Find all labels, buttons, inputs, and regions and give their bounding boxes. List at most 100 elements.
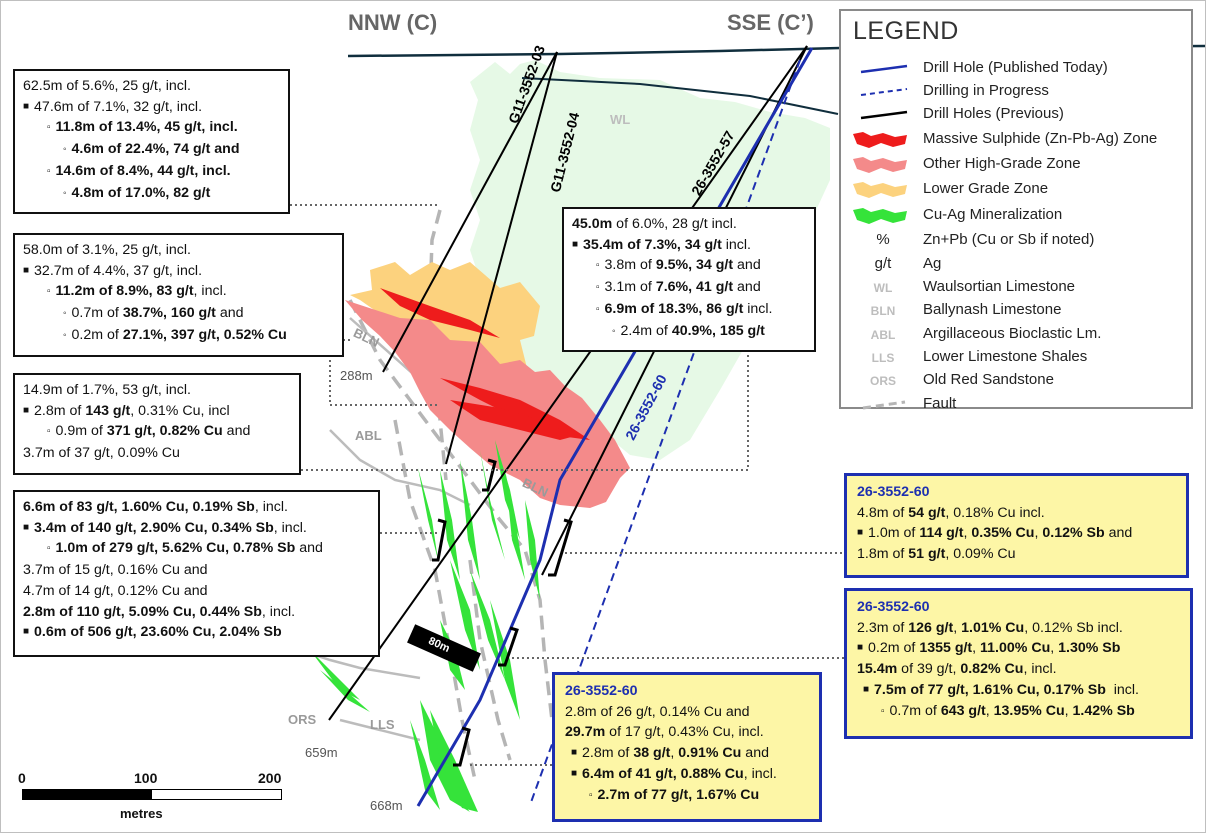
unit-label-abl: ABL xyxy=(355,428,382,443)
scale-bar: 0 100 200 metres xyxy=(18,770,298,826)
legend-item-lower-grade: Lower Grade Zone xyxy=(841,178,1191,201)
intercept-line: 1.8m of 51 g/t, 0.09% Cu xyxy=(857,546,1016,563)
intercept-line: 4.8m of 54 g/t, 0.18% Cu incl. xyxy=(857,504,1045,521)
intercept-line: 62.5m of 5.6%, 25 g/t, incl. xyxy=(23,78,191,94)
intercept-line: 15.4m of 39 g/t, 0.82% Cu, incl. xyxy=(857,661,1057,678)
intercept-line: ■7.5m of 77 g/t, 1.61% Cu, 0.17% Sb incl… xyxy=(863,681,1139,698)
intercept-box-g11-3552-03: 62.5m of 5.6%, 25 g/t, incl. ■47.6m of 7… xyxy=(13,69,290,214)
intercept-line: ◦0.7m of 38.7%, 160 g/t and xyxy=(63,305,244,322)
gpt-symbol: g/t xyxy=(874,255,892,272)
drilling-in-progress-hole xyxy=(529,59,801,806)
massive-sulphide-swatch xyxy=(853,132,907,148)
depth-label-668m: 668m xyxy=(370,798,403,813)
legend-title: LEGEND xyxy=(853,17,959,45)
section-end-left: NNW (C) xyxy=(348,10,438,35)
legend-item-previous-holes: Drill Holes (Previous) xyxy=(841,103,1191,126)
depth-label-288m: 288m xyxy=(340,368,373,383)
intercept-line: 14.9m of 1.7%, 53 g/t, incl. xyxy=(23,382,191,398)
legend-item-bln: BLN Ballynash Limestone xyxy=(841,299,1191,322)
legend-item-gpt: g/t Ag xyxy=(841,253,1191,276)
intercept-box-26-3552-57-cu: 6.6m of 83 g/t, 1.60% Cu, 0.19% Sb, incl… xyxy=(13,490,380,657)
intercept-line: ■0.2m of 1355 g/t, 11.00% Cu, 1.30% Sb xyxy=(857,640,1121,657)
intercept-line: ■3.4m of 140 g/t, 2.90% Cu, 0.34% Sb, in… xyxy=(23,519,307,536)
intercept-line: ▫11.8m of 13.4%, 45 g/t, incl. xyxy=(47,119,238,136)
cu-ag-mineralization xyxy=(310,440,540,812)
section-end-right: SSE (C’) xyxy=(727,10,814,35)
massive-sulphide-zone xyxy=(380,288,590,440)
intercept-line: 58.0m of 3.1%, 25 g/t, incl. xyxy=(23,242,191,258)
intercept-line: ■35.4m of 7.3%, 34 g/t incl. xyxy=(572,236,751,253)
legend-item-lls: LLS Lower Limestone Shales xyxy=(841,346,1191,369)
legend-item-cu-ag: Cu-Ag Mineralization xyxy=(841,204,1191,227)
intercept-line: 2.8m of 110 g/t, 5.09% Cu, 0.44% Sb, inc… xyxy=(23,603,296,620)
intercept-line: 2.3m of 126 g/t, 1.01% Cu, 0.12% Sb incl… xyxy=(857,619,1123,636)
intercept-line: 2.8m of 26 g/t, 0.14% Cu and xyxy=(565,703,750,720)
intercept-line: 45.0m of 6.0%, 28 g/t incl. xyxy=(572,216,737,232)
unit-label-lls: LLS xyxy=(370,717,395,732)
intercept-line: ◦2.4m of 40.9%, 185 g/t xyxy=(612,322,765,339)
depth-label-659m: 659m xyxy=(305,745,338,760)
abbr-ors: ORS xyxy=(869,374,896,388)
intercept-line: 4.7m of 14 g/t, 0.12% Cu and xyxy=(23,582,208,599)
intercept-line: ■1.0m of 114 g/t, 0.35% Cu, 0.12% Sb and xyxy=(857,525,1133,542)
intercept-box-hole-id: 26-3552-60 xyxy=(857,484,930,500)
legend-item-fault: Fault xyxy=(841,393,1191,416)
intercept-line: 29.7m of 17 g/t, 0.43% Cu, incl. xyxy=(565,724,764,741)
legend-item-in-progress: Drilling in Progress xyxy=(841,80,1191,103)
intercept-line: 3.7m of 37 g/t, 0.09% Cu xyxy=(23,445,180,462)
previous-hole-swatch xyxy=(860,110,908,120)
legend-item-wl: WL Waulsortian Limestone xyxy=(841,276,1191,299)
length-bar xyxy=(407,624,481,672)
intercept-line: ■0.6m of 506 g/t, 23.60% Cu, 2.04% Sb xyxy=(23,624,282,641)
intercept-box-26-3552-60-lower: 26-3552-60 2.8m of 26 g/t, 0.14% Cu and … xyxy=(552,672,822,822)
legend-item-ors: ORS Old Red Sandstone xyxy=(841,369,1191,392)
fault-swatch xyxy=(862,400,906,410)
scale-bar-outline xyxy=(22,789,282,800)
legend-item-high-grade: Other High-Grade Zone xyxy=(841,153,1191,176)
scale-tick-100: 100 xyxy=(134,770,158,786)
intercept-line: 3.7m of 15 g/t, 0.16% Cu and xyxy=(23,562,208,579)
percent-symbol: % xyxy=(876,231,890,248)
formation-contact-line xyxy=(521,77,839,115)
intercept-line: ■32.7m of 4.4%, 37 g/t, incl. xyxy=(23,262,203,279)
in-progress-hole-swatch xyxy=(860,88,908,96)
abbr-bln: BLN xyxy=(870,304,896,318)
intercept-box-26-3552-60-middle: 26-3552-60 2.3m of 126 g/t, 1.01% Cu, 0.… xyxy=(844,588,1193,739)
intercept-line: ■2.8m of 143 g/t, 0.31% Cu, incl xyxy=(23,402,230,419)
intercept-box-g11-3552-04-cu: 14.9m of 1.7%, 53 g/t, incl. ■2.8m of 14… xyxy=(13,373,301,475)
intercept-line: ▫11.2m of 8.9%, 83 g/t, incl. xyxy=(47,283,227,300)
legend: LEGEND Drill Hole (Published Today) Dril… xyxy=(839,9,1193,412)
intercept-line: ▫6.9m of 18.3%, 86 g/t incl. xyxy=(596,300,773,317)
intercept-line: ▫0.7m of 643 g/t, 13.95% Cu, 1.42% Sb xyxy=(881,702,1135,719)
intercept-box-g11-3552-04: 58.0m of 3.1%, 25 g/t, incl. ■32.7m of 4… xyxy=(13,233,344,357)
intercept-line: ▫3.8m of 9.5%, 34 g/t and xyxy=(596,257,761,274)
legend-item-percent: % Zn+Pb (Cu or Sb if noted) xyxy=(841,229,1191,252)
lower-grade-swatch xyxy=(853,182,907,198)
intercept-line: ▫3.1m of 7.6%, 41 g/t and xyxy=(596,279,761,296)
high-grade-zone xyxy=(345,300,630,508)
intercept-line: ◦4.8m of 17.0%, 82 g/t xyxy=(63,184,211,201)
scale-tick-200: 200 xyxy=(258,770,282,786)
intercept-line: ■2.8m of 38 g/t, 0.91% Cu and xyxy=(571,745,769,762)
intercept-box-26-3552-60-upper: 26-3552-60 4.8m of 54 g/t, 0.18% Cu incl… xyxy=(844,473,1189,578)
legend-item-massive-sulphide: Massive Sulphide (Zn-Pb-Ag) Zone xyxy=(841,128,1191,151)
intercept-line: ▫14.6m of 8.4%, 44 g/t, incl. xyxy=(47,162,231,179)
legend-item-abl: ABL Argillaceous Bioclastic Lm. xyxy=(841,323,1191,346)
high-grade-swatch xyxy=(853,157,907,173)
scale-unit: metres xyxy=(120,806,163,821)
intercept-line: ▫1.0m of 279 g/t, 5.62% Cu, 0.78% Sb and xyxy=(47,540,323,557)
cu-ag-swatch xyxy=(853,208,907,224)
unit-label-wl: WL xyxy=(610,112,631,127)
intercept-line: ▫2.7m of 77 g/t, 1.67% Cu xyxy=(589,786,760,803)
scale-tick-0: 0 xyxy=(18,770,26,786)
intercept-box-hole-id: 26-3552-60 xyxy=(565,683,638,699)
abbr-wl: WL xyxy=(873,281,893,295)
intercept-line: 6.6m of 83 g/t, 1.60% Cu, 0.19% Sb, incl… xyxy=(23,499,288,515)
intercept-line: ◦0.2m of 27.1%, 397 g/t, 0.52% Cu xyxy=(63,326,287,343)
intercept-line: ■47.6m of 7.1%, 32 g/t, incl. xyxy=(23,98,203,115)
intercept-line: ◦4.6m of 22.4%, 74 g/t and xyxy=(63,141,240,158)
abbr-abl: ABL xyxy=(870,328,896,342)
intercept-line: ■6.4m of 41 g/t, 0.88% Cu, incl. xyxy=(571,765,777,782)
intercept-box-hole-id: 26-3552-60 xyxy=(857,599,930,615)
